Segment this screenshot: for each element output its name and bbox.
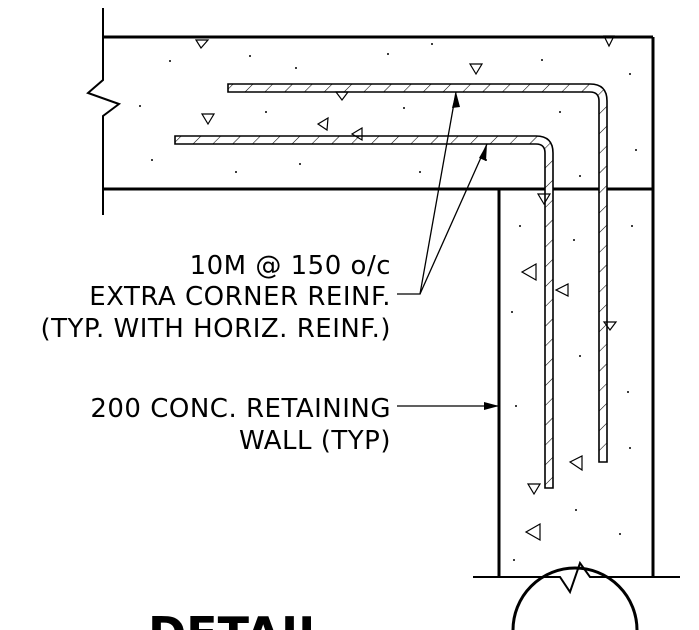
detail-title: DETAIL: [148, 566, 639, 630]
retaining-wall-note: 200 CONC. RETAINING WALL (TYP): [90, 394, 391, 456]
retaining-wall-note-line1: 200 CONC. RETAINING: [90, 394, 391, 424]
corner-reinf-note-line2: EXTRA CORNER REINF.: [89, 282, 391, 312]
concrete-outline: [103, 35, 655, 577]
detail-title-text: DETAIL: [148, 607, 327, 630]
leader-arrowhead-3: [484, 402, 499, 410]
leader-arrowhead-2: [479, 144, 487, 161]
retaining-wall-note-line2: WALL (TYP): [239, 426, 391, 456]
leader-lines: [397, 91, 499, 410]
rebar-group: [174, 83, 608, 489]
left-break-line: [86, 8, 122, 215]
corner-reinf-note-line3: (TYP. WITH HORIZ. REINF.): [40, 314, 391, 344]
corner-reinf-note: 10M @ 150 o/c EXTRA CORNER REINF. (TYP. …: [40, 251, 391, 344]
corner-reinf-note-line1: 10M @ 150 o/c: [190, 251, 391, 281]
leader-arrowhead-1: [452, 92, 460, 108]
corner-reinf-leader-2: [419, 143, 488, 295]
concrete-aggregate: [139, 35, 637, 561]
detail-callout-circle: [511, 566, 639, 630]
corner-reinf-leader: [397, 91, 457, 295]
